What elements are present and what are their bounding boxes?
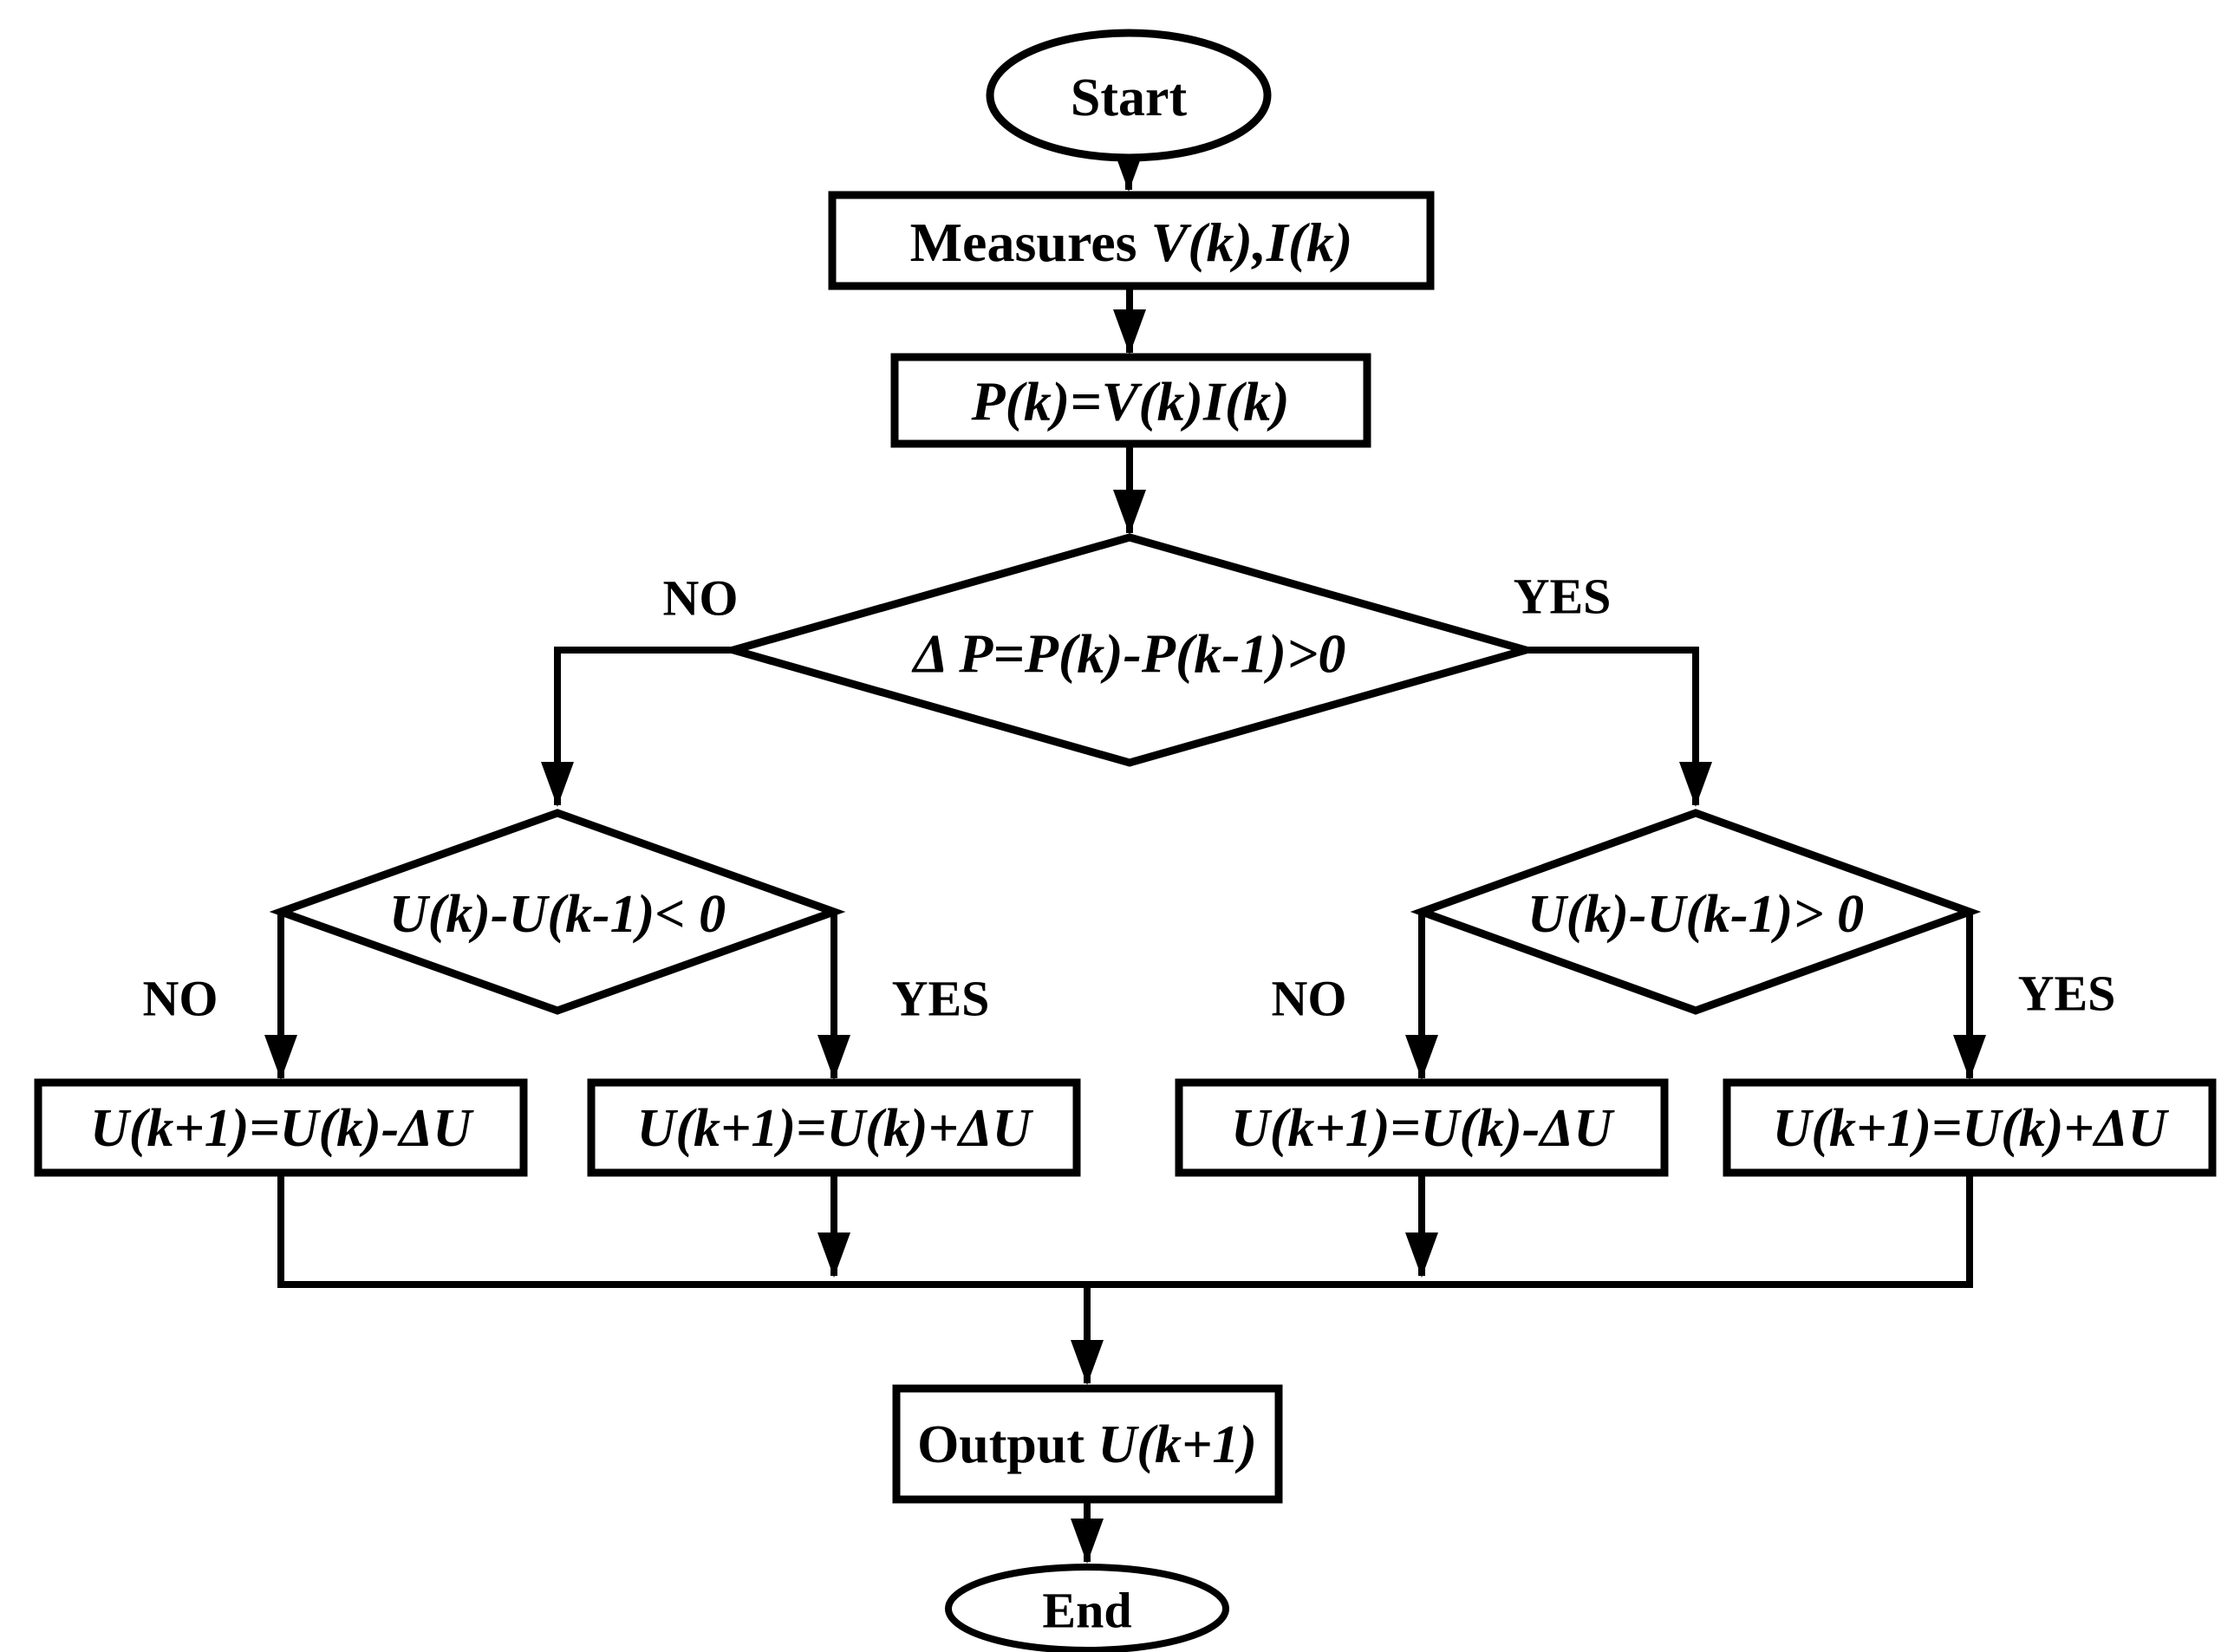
right-du-decision-label: U(k)-U(k-1)> 0 [1527,885,1864,944]
measures-label: Measures V(k),I(k) [910,211,1353,273]
start-ellipse [986,29,1272,162]
end-ellipse [945,1564,1229,1652]
update-increase-left-node: U(k+1)=U(k)+ΔU [587,1078,1081,1177]
edge-deltap-no-to-left-decision [541,647,733,807]
update-decrease-right-label: U(k+1)=U(k)-ΔU [1231,1099,1615,1158]
output-label-prefix: Output [917,1415,1097,1474]
update-decrease-left-box [34,1078,528,1177]
update-increase-left-box [587,1078,1081,1177]
update-increase-right-node: U(k+1)=U(k)+ΔU [1723,1078,2217,1177]
start-label: Start [1071,68,1188,127]
measures-node: Measures V(k),I(k) [828,191,1435,290]
deltap-no-label: NO [663,570,739,627]
power-label: P(k)=V(k)I(k) [970,371,1289,433]
edge-merge-line [277,1173,1973,1288]
left-du-decision-diamond [269,809,846,1015]
output-box [892,1384,1283,1504]
left-du-decision-label: U(k)-U(k-1)< 0 [389,885,726,944]
update-decrease-right-node: U(k+1)=U(k)-ΔU [1175,1078,1669,1177]
update-decrease-left-label: U(k+1)=U(k)-ΔU [90,1099,474,1158]
measures-box [828,191,1435,290]
deltap-decision-label: Δ P=P(k)-P(k-1)>0 [911,623,1346,685]
right-du-no-label: NO [1272,971,1347,1027]
end-label: End [1042,1583,1131,1639]
update-increase-right-label: U(k+1)=U(k)+ΔU [1773,1099,2170,1158]
power-node: P(k)=V(k)I(k) [890,353,1371,448]
measures-label-prefix: Measures [910,211,1151,273]
right-du-decision-diamond [1410,809,1982,1015]
update-decrease-left-node: U(k+1)=U(k)-ΔU [34,1078,528,1177]
end-node: End [945,1564,1229,1652]
right-du-decision-node: U(k)-U(k-1)> 0 [1410,809,1982,1015]
left-du-decision-node: U(k)-U(k-1)< 0 [269,809,846,1015]
output-label: Output U(k+1) [917,1415,1257,1474]
start-node: Start [986,29,1272,162]
update-decrease-right-box [1175,1078,1669,1177]
left-du-no-label: NO [143,971,218,1027]
power-box [890,353,1371,448]
deltap-decision-diamond [719,533,1540,767]
edge-deltap-yes-to-right-decision [1526,647,1712,807]
left-du-yes-label: YES [892,971,990,1027]
right-du-yes-label: YES [2018,966,2116,1022]
deltap-yes-label: YES [1514,569,1612,625]
update-increase-right-box [1723,1078,2217,1177]
update-increase-left-label: U(k+1)=U(k)+ΔU [637,1099,1034,1158]
output-label-formula: U(k+1) [1098,1415,1257,1474]
measures-label-formula: V(k),I(k) [1151,211,1353,273]
output-node: Output U(k+1) [892,1384,1283,1504]
deltap-decision-node: Δ P=P(k)-P(k-1)>0 [719,533,1540,767]
